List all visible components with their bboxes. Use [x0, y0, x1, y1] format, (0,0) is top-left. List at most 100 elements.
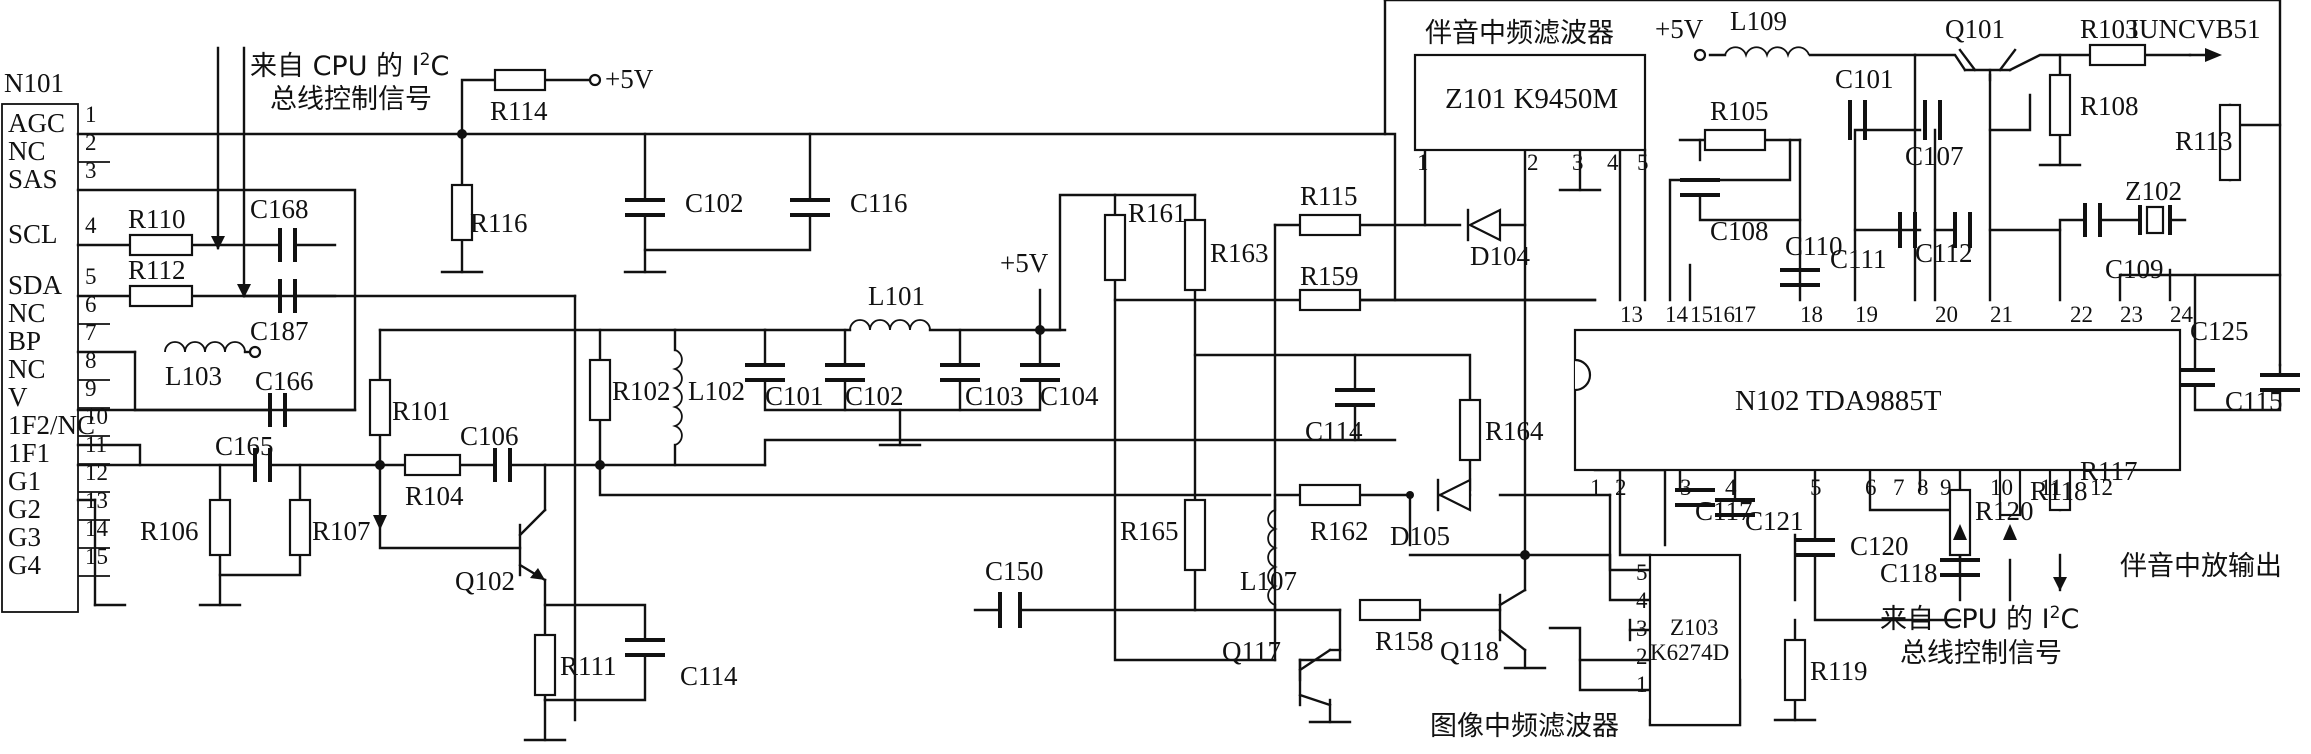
wire-c125-b [2193, 383, 2282, 412]
vcc-label: +5V [605, 64, 654, 94]
resistor-ref: R164 [1485, 416, 1544, 446]
d104-symbol [1466, 208, 1502, 242]
connector-pin-label: G1 [8, 466, 41, 496]
capacitor-plates [253, 100, 2300, 657]
junction [375, 460, 385, 470]
inductor-ref: L107 [1240, 566, 1297, 596]
z103-ref: Z103 [1670, 615, 1719, 640]
resistor-ref: R104 [405, 481, 464, 511]
wire-if2 [76, 443, 142, 467]
wire-ic-p16 [1988, 93, 2032, 302]
wire-c114-t [543, 603, 647, 642]
z103-pin-number: 3 [1636, 616, 1648, 641]
resistor-ref: R119 [1810, 656, 1868, 686]
connector-pin-label: SCL [8, 219, 58, 249]
i2c-in-line1-b: 来自 CPU 的 I2C [1880, 603, 2079, 635]
junction [1035, 325, 1045, 335]
q102-symbol [518, 508, 547, 582]
resistor-ref: R116 [470, 208, 528, 238]
connector-pin-label: SAS [8, 164, 58, 194]
r113-body [2218, 103, 2242, 182]
l101-coil [849, 319, 931, 331]
r104-body [403, 453, 462, 477]
z102-crystal [2138, 205, 2172, 235]
arrows [211, 48, 2222, 591]
z101-body [1413, 53, 1647, 152]
connector-pin-number: 2 [85, 130, 97, 155]
inductor-ref: L109 [1730, 6, 1787, 36]
wire-r164-row [1193, 353, 1472, 402]
r116-body [450, 183, 474, 242]
ic-pin-number: 11 [2040, 475, 2062, 500]
resistor-ref: R101 [392, 396, 451, 426]
r102-body [588, 358, 612, 422]
r111-body [533, 633, 557, 697]
capacitor-ref: C165 [215, 431, 274, 461]
resistor-ref: R115 [1300, 181, 1358, 211]
capacitor-ref: C102 [685, 188, 744, 218]
z103-pin-number: 5 [1636, 560, 1648, 585]
l102-coil [672, 349, 683, 446]
r115-body [1298, 213, 1362, 237]
r105-body [1703, 128, 1767, 152]
diode-ref: D104 [1470, 241, 1530, 271]
connector-pin-number: 14 [85, 516, 109, 541]
vcc-label: +5V [1655, 14, 1704, 44]
capacitor-ref: C166 [255, 366, 314, 396]
ic-pin-number: 17 [1733, 302, 1756, 327]
ic-pin-number: 3 [1680, 475, 1692, 500]
ic-pin-number: 8 [1917, 475, 1929, 500]
z103-pin-number: 1 [1636, 672, 1648, 697]
capacitor-ref: C104 [1040, 381, 1099, 411]
inductor-ref: L102 [688, 376, 745, 406]
connector-pin-number: 1 [85, 102, 97, 127]
annotations: 来自 CPU 的 I2C 总线控制信号 +5V +5V +5V 伴音中频滤波器 … [250, 14, 2282, 742]
connector-body [1, 103, 79, 613]
resistor-ref: R105 [1710, 96, 1769, 126]
capacitor-ref: C150 [985, 556, 1044, 586]
wire-5v-r161 [1038, 193, 1117, 332]
wire-top-right [1383, 0, 2282, 367]
connector-pin-number: 5 [85, 264, 97, 289]
ic-pin-number: 20 [1935, 302, 1958, 327]
connector-pin-label: 1F2/NC [8, 410, 95, 440]
output-signal-label: IUNCVB51 [2130, 14, 2261, 44]
arrow-right-icon [2205, 48, 2222, 62]
ic-pin-number: 23 [2120, 302, 2143, 327]
resistor-ref: R158 [1375, 626, 1434, 656]
connector-pin-label: V [8, 382, 28, 412]
r107-body [288, 498, 312, 557]
capacitor-ref: C101 [765, 381, 824, 411]
capacitor-ref: C112 [1915, 238, 1973, 268]
connector-pin-label: G4 [8, 550, 41, 580]
resistor-ref: R110 [128, 204, 186, 234]
capacitor-ref: C118 [1880, 558, 1938, 588]
connector-pin-number: 13 [85, 488, 108, 513]
i2c-in-line2: 总线控制信号 [270, 84, 432, 115]
capacitor-ref: C108 [1710, 216, 1769, 246]
ic-pin-number: 19 [1855, 302, 1878, 327]
wire-c120 [1813, 553, 1962, 622]
vcc-terminal [588, 73, 602, 87]
video-if-filter-label: 图像中频滤波器 [1430, 711, 1619, 742]
wire-ic-p18 [1853, 128, 1922, 302]
diode-ref: D105 [1390, 521, 1450, 551]
resistor-ref: R112 [128, 255, 186, 285]
wire-q101-c [1913, 53, 1967, 72]
arrow-down-icon [237, 284, 251, 298]
junction [1520, 550, 1530, 560]
wire-ic-p15 [2058, 218, 2087, 302]
connector-pin-label: G2 [8, 494, 41, 524]
capacitor-ref: C168 [250, 194, 309, 224]
r110-body [128, 233, 194, 257]
transistor-ref: Q102 [455, 566, 515, 596]
ic-pin-number: 13 [1620, 302, 1643, 327]
n102-notch [1574, 358, 1592, 392]
resistor-ref: R163 [1210, 238, 1269, 268]
r158-body [1358, 598, 1422, 622]
